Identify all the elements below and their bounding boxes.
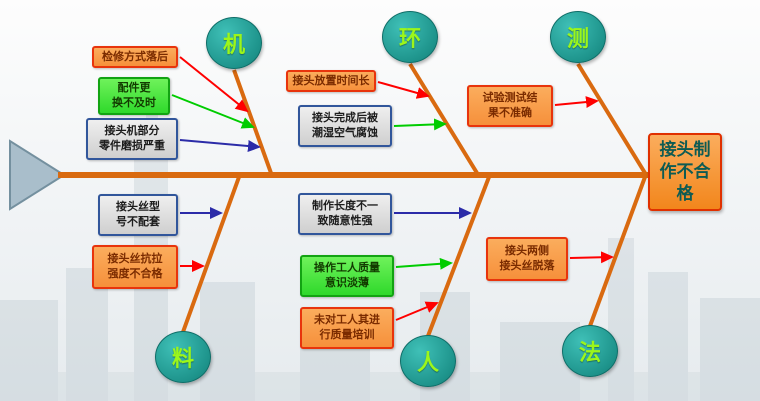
cause-box-maintenance: 检修方式落后 [92,46,178,68]
arrow-corrosion [393,118,447,131]
category-machine: 机 [206,17,262,69]
cause-box-wire-model: 接头丝型 号不配套 [98,194,178,236]
category-material: 料 [155,331,211,383]
arrow-placement [377,81,430,99]
category-method: 法 [562,325,618,377]
branch-material [181,176,241,333]
branch-measurement [576,62,647,175]
cause-box-machine-parts: 接头机部分 零件磨损严重 [86,118,178,160]
cause-box-length: 制作长度不一 致随意性强 [298,193,392,235]
category-environment: 环 [382,11,438,63]
arrow-machine-parts [179,139,261,153]
cause-box-parts: 配件更 换不及时 [98,77,170,115]
cause-box-wire-falloff: 接头两侧 接头丝脱落 [486,237,568,281]
cause-box-test-result: 试验测试结 果不准确 [467,85,553,127]
arrow-wire-falloff [569,251,614,264]
cause-box-tensile: 接头丝抗拉 强度不合格 [92,245,178,289]
cause-box-placement: 接头放置时间长 [286,70,376,92]
arrow-parts [171,94,255,129]
category-measurement: 测 [550,11,606,63]
branch-method [588,176,647,327]
cause-box-corrosion: 接头完成后被 潮湿空气腐蚀 [298,105,392,147]
arrow-maintenance [179,56,249,113]
arrow-awareness [395,257,453,270]
cause-box-awareness: 操作工人质量 意识淡薄 [300,255,394,297]
cause-box-training: 未对工人其进 行质量培训 [300,307,394,349]
arrow-training [395,301,439,321]
category-people: 人 [400,335,456,387]
effect-box: 接头制 作不合 格 [648,133,722,211]
spine-tail-triangle [9,139,66,211]
arrow-test-result [554,96,599,109]
